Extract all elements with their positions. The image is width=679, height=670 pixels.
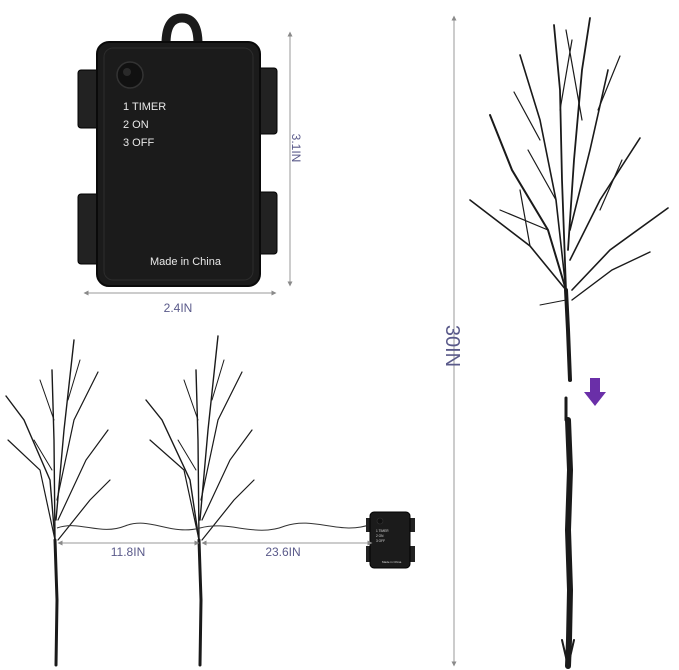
battery-box-body [96,41,261,287]
branch-height-label: 30IN [441,325,463,367]
battery-box: 1 TIMER 2 ON 3 OFF Made in China [77,13,278,287]
lead-label: 23.6IN [265,545,300,559]
mode-label-off: 3 OFF [123,137,154,149]
box-height-label: 3.1IN [289,134,303,163]
mode-label-timer: 1 TIMER [123,101,166,113]
small-made-in-label: Made in China [382,560,402,564]
small-mode-label-off: 3 OFF [376,539,385,543]
spacing-label: 11.8IN [111,545,145,559]
small-tree-1 [5,339,111,667]
box-width-label: 2.4IN [164,301,193,315]
insert-arrow-icon [584,378,606,406]
small-battery-box: 1 TIMER 2 ON 3 OFF Made in China [366,511,415,569]
hook-icon [161,13,203,45]
small-mode-label-on: 2 ON [376,534,384,538]
made-in-label: Made in China [150,256,222,268]
switch-knob-icon [116,61,144,89]
small-tree-2 [145,335,255,667]
mode-label-on: 2 ON [123,119,149,131]
connecting-wire [56,522,373,531]
tall-branch-top [469,17,669,382]
tall-branch-stake [561,396,575,669]
small-mode-label-timer: 1 TIMER [376,529,389,533]
